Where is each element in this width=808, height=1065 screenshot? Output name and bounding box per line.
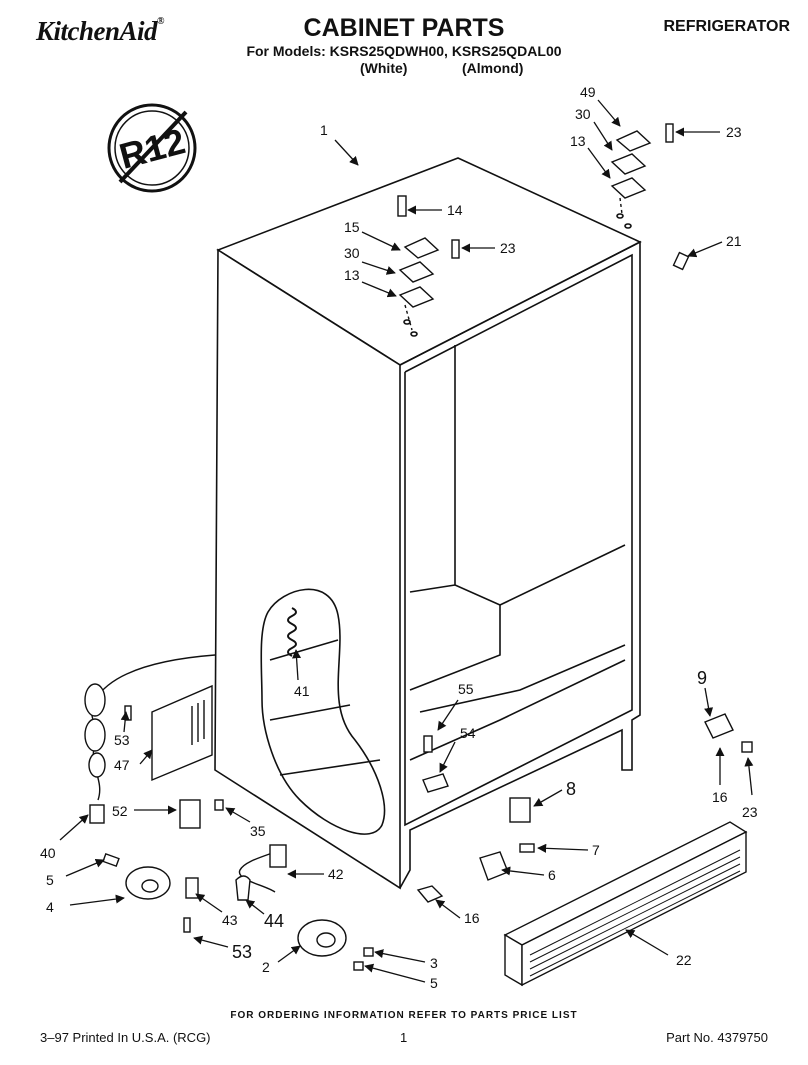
callout-4: 4 (46, 899, 54, 915)
printed-info: 3–97 Printed In U.S.A. (RCG) (40, 1030, 211, 1045)
callout-13-center: 13 (344, 267, 360, 283)
callout-53-upper: 53 (114, 732, 130, 748)
ordering-note: FOR ORDERING INFORMATION REFER TO PARTS … (230, 1010, 578, 1021)
callout-43: 43 (222, 912, 238, 928)
callout-9: 9 (697, 668, 707, 688)
callout-42: 42 (328, 866, 344, 882)
callout-1: 1 (320, 122, 328, 138)
callout-2: 2 (262, 959, 270, 975)
callout-52: 52 (112, 803, 128, 819)
callout-47: 47 (114, 757, 130, 773)
category-label: REFRIGERATOR (663, 18, 790, 35)
page-title: CABINET PARTS (303, 14, 505, 42)
callout-5-bottom: 5 (430, 975, 438, 991)
callout-40: 40 (40, 845, 56, 861)
callout-14: 14 (447, 202, 463, 218)
variant-almond: (Almond) (462, 60, 524, 76)
r12-badge: R12 (107, 103, 197, 193)
leader-lines (59, 99, 754, 983)
callout-13-right: 13 (570, 133, 586, 149)
callout-22: 22 (676, 952, 692, 968)
callout-23-top-right: 23 (726, 124, 742, 140)
lower-left-components (84, 654, 374, 971)
callout-15: 15 (344, 219, 360, 235)
callout-30-right: 30 (575, 106, 591, 122)
callout-3: 3 (430, 955, 438, 971)
callout-35: 35 (250, 823, 266, 839)
callout-23-lower-right: 23 (742, 804, 758, 820)
callout-55: 55 (458, 681, 474, 697)
variant-white: (White) (360, 60, 408, 76)
top-hinge-right (610, 123, 690, 271)
callout-16-center: 16 (464, 910, 480, 926)
callout-44: 44 (264, 911, 284, 931)
callout-21: 21 (726, 233, 742, 249)
callout-8: 8 (566, 779, 576, 799)
callout-6: 6 (548, 867, 556, 883)
models-line: For Models: KSRS25QDWH00, KSRS25QDAL00 (246, 43, 562, 59)
part-number: Part No. 4379750 (666, 1030, 768, 1045)
callout-16-right: 16 (712, 789, 728, 805)
callout-23-center: 23 (500, 240, 516, 256)
brand-text: KitchenAid (36, 16, 158, 46)
callout-7: 7 (592, 842, 600, 858)
callout-41: 41 (294, 683, 310, 699)
callout-30-center: 30 (344, 245, 360, 261)
page-number: 1 (400, 1030, 408, 1045)
callout-54: 54 (460, 725, 476, 741)
callout-53-lower: 53 (232, 942, 252, 962)
top-hinge-center (397, 195, 460, 331)
callout-numbers: 1 49 30 13 23 14 15 30 23 13 21 41 55 54… (40, 84, 758, 991)
lower-right-components (416, 713, 753, 987)
callout-5-left: 5 (46, 872, 54, 888)
registered-mark: ® (157, 16, 165, 27)
kitchenaid-logo: KitchenAid® (36, 16, 165, 47)
callout-49: 49 (580, 84, 596, 100)
